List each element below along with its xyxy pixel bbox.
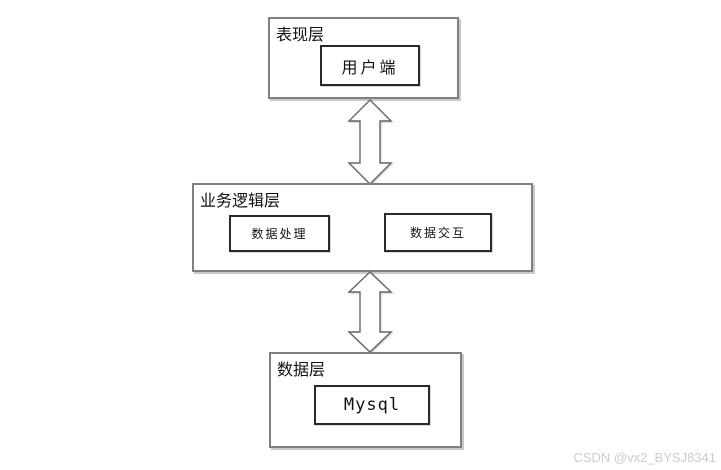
double-arrow-shape — [347, 99, 393, 185]
double-arrow-shape — [347, 271, 393, 353]
layer-box-data: 数据层 Mysql — [269, 352, 462, 448]
node-mysql-label: Mysql — [343, 395, 401, 415]
node-mysql: Mysql — [314, 385, 430, 425]
node-data-processing: 数据处理 — [229, 215, 330, 252]
csdn-watermark: CSDN @vx2_BYSJ8341 — [573, 450, 716, 465]
layer-box-business-logic: 业务逻辑层 数据处理 数据交互 — [192, 183, 533, 272]
node-data-interaction: 数据交互 — [384, 213, 492, 252]
layer-box-presentation: 表现层 用户端 — [268, 17, 459, 99]
layer-label-presentation: 表现层 — [276, 27, 325, 44]
double-arrow-connector-top — [347, 99, 393, 185]
layer-label-business-logic: 业务逻辑层 — [200, 193, 281, 210]
node-client: 用户端 — [320, 45, 420, 86]
node-data-interaction-label: 数据交互 — [409, 226, 466, 240]
layer-label-data: 数据层 — [277, 362, 326, 379]
double-arrow-connector-bottom — [347, 271, 393, 353]
node-data-processing-label: 数据处理 — [251, 227, 308, 241]
node-client-label: 用户端 — [341, 59, 399, 77]
